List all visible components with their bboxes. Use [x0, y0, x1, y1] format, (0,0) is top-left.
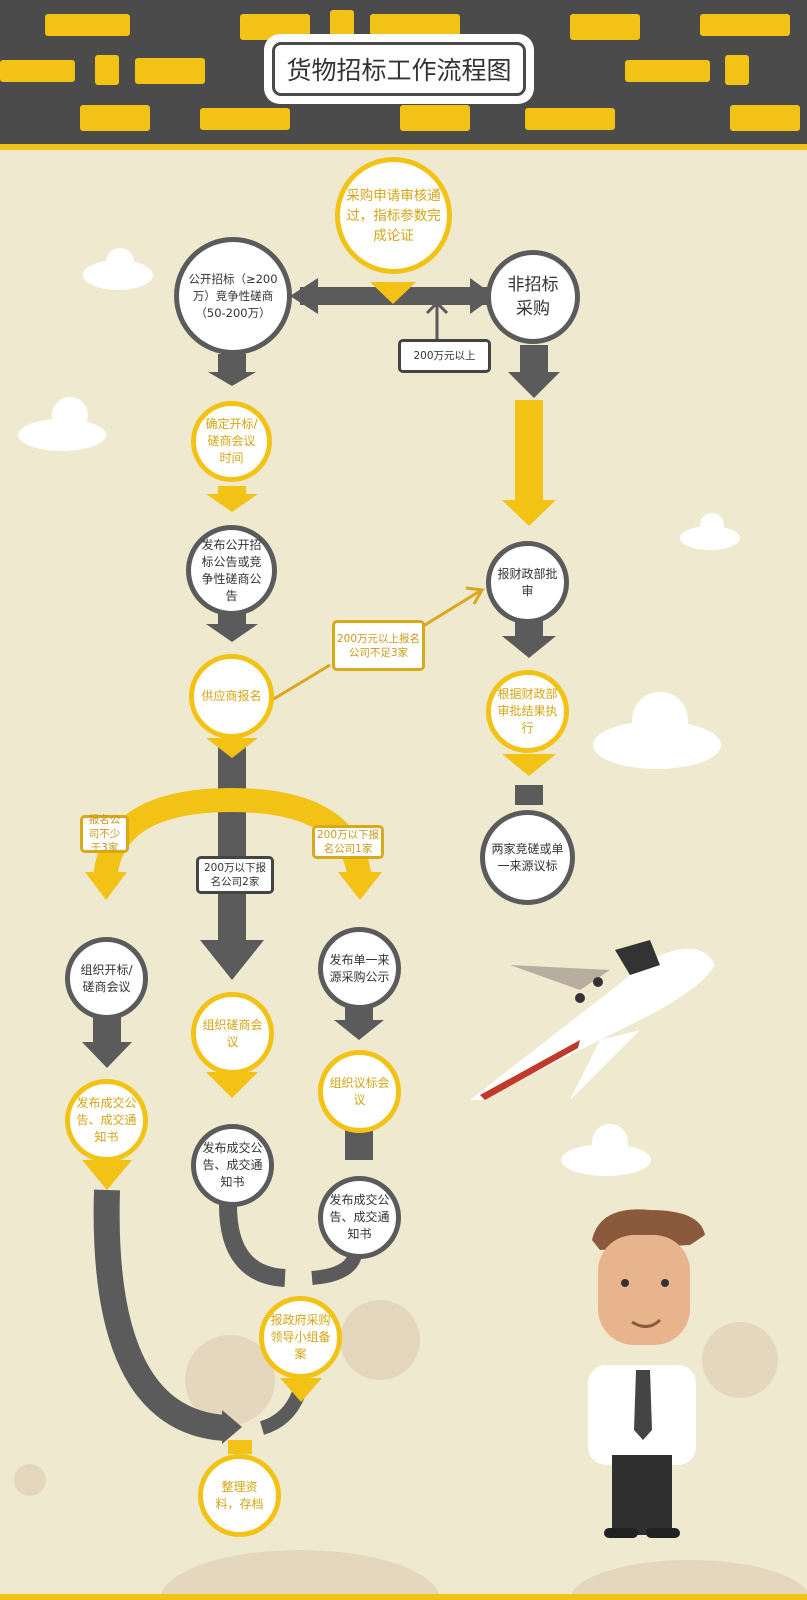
truck-icon: [80, 105, 150, 131]
node-execute-result: 根据财政部审批结果执行: [486, 670, 569, 753]
node-start: 采购申请审核通过，指标参数完成论证: [335, 157, 452, 274]
page-title: 货物招标工作流程图: [272, 42, 526, 96]
bottom-bar: [0, 1594, 807, 1600]
crane-icon: [725, 55, 749, 85]
crane-icon: [95, 55, 119, 85]
ship-icon: [525, 108, 615, 130]
node-non-bid: 非招标采购: [486, 250, 580, 344]
node-org-bid-meeting: 组织开标/磋商会议: [65, 937, 148, 1020]
ship-icon: [370, 14, 460, 36]
header-banner: 货物招标工作流程图: [0, 0, 807, 150]
label-at-least-3: 报名公司不少于3家: [80, 814, 129, 854]
airplane-illustration: [470, 940, 715, 1100]
trees: [14, 1300, 807, 1600]
truck-icon: [400, 105, 470, 131]
crane-icon: [330, 10, 354, 40]
truck-icon: [135, 58, 205, 84]
truck-icon: [570, 14, 640, 40]
node-supplier-signup: 供应商报名: [189, 654, 274, 739]
node-publish-single-source: 发布单一来源采购公示: [318, 927, 401, 1010]
label-under3-over200: 200万元以上报名公司不足3家: [332, 620, 425, 671]
node-publish-notice: 发布公开招标公告或竞争性磋商公告: [186, 525, 277, 616]
ship-icon: [625, 60, 710, 82]
clouds: [18, 248, 740, 1176]
node-open-bid: 公开招标（≥200万）竞争性磋商（50-200万）: [174, 237, 292, 355]
ship-icon: [45, 14, 130, 36]
label-over-200: 200万元以上: [398, 339, 491, 373]
truck-icon: [730, 105, 800, 131]
node-publish-result-mid: 发布成交公告、成交通知书: [191, 1124, 274, 1207]
node-org-consult-meeting: 组织磋商会议: [191, 992, 274, 1075]
node-publish-result-left: 发布成交公告、成交通知书: [65, 1079, 148, 1162]
ship-icon: [700, 14, 790, 36]
node-archive: 整理资料，存档: [198, 1454, 281, 1537]
node-report-group: 报政府采购领导小组备案: [259, 1296, 342, 1379]
node-finance-review: 报财政部批审: [486, 541, 569, 624]
node-publish-result-right: 发布成交公告、成交通知书: [318, 1176, 401, 1259]
ship-icon: [200, 108, 290, 130]
title-box: 货物招标工作流程图: [268, 38, 530, 100]
label-one-company: 200万以下报名公司1家: [312, 825, 384, 859]
truck-icon: [240, 14, 310, 40]
ship-icon: [0, 60, 75, 82]
label-two-companies: 200万以下报名公司2家: [196, 856, 274, 894]
node-two-or-single: 两家竞磋或单一来源议标: [480, 810, 575, 905]
businessman-illustration: [588, 1209, 705, 1538]
node-set-meeting: 确定开标/磋商会议时间: [191, 401, 272, 482]
node-org-negotiation: 组织议标会议: [318, 1050, 401, 1133]
